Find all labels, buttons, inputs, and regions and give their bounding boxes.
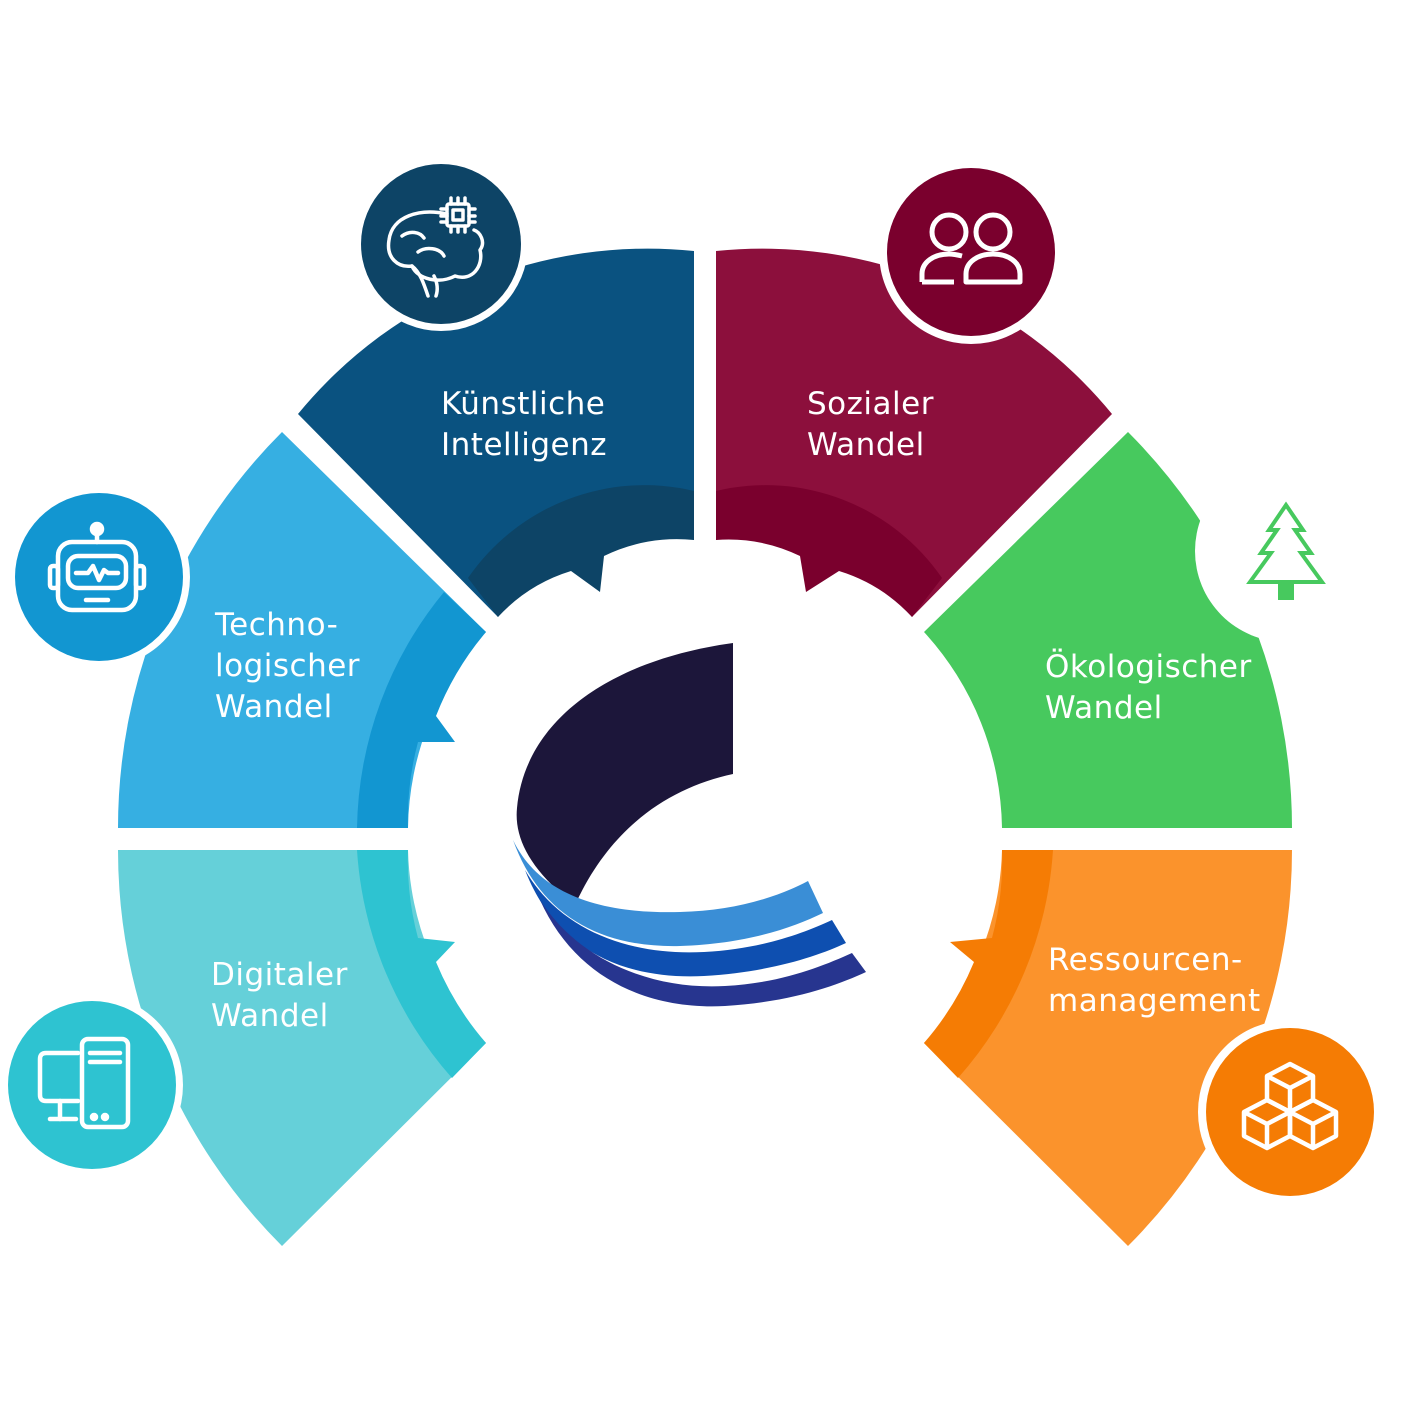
robot-icon (47, 521, 147, 613)
label-ki-line-1: Künstliche (441, 386, 606, 422)
label-digital-line-1: Digitaler (211, 957, 348, 993)
label-tech-line-1: Techno- (215, 607, 339, 643)
segment-ki-inner (468, 485, 694, 617)
segment-tech (118, 432, 486, 828)
label-ki-line-2: Intelligenz (441, 427, 608, 463)
label-ressourcen-line-2: management (1048, 983, 1261, 1019)
label-ki: Künstliche Intelligenz (441, 384, 607, 466)
segment-digital (117, 850, 486, 1246)
icon-badge-oeko (1195, 460, 1377, 642)
segment-ki (298, 248, 694, 617)
devices-icon (37, 1036, 131, 1130)
label-ressourcen-line-1: Ressourcen- (1048, 942, 1243, 978)
brain-chip-icon (386, 196, 485, 298)
label-tech: Techno- logischer Wandel (215, 605, 360, 728)
label-sozial-line-2: Wandel (807, 427, 925, 463)
label-ressourcen: Ressourcen- management (1048, 940, 1261, 1022)
segment-sozial-inner (716, 485, 942, 617)
logo-mark-icon (513, 643, 866, 1007)
label-tech-line-3: Wandel (215, 689, 333, 725)
icon-badge-ressourcen (1198, 1020, 1382, 1204)
icon-badge-ki (354, 157, 528, 331)
label-digital-line-2: Wandel (211, 998, 329, 1034)
label-sozial: Sozialer Wandel (807, 384, 934, 466)
tree-icon (1246, 501, 1326, 600)
segment-sozial (716, 248, 1112, 617)
label-oeko: Ökologischer Wandel (1045, 647, 1252, 729)
label-oeko-line-2: Wandel (1045, 690, 1163, 726)
label-tech-line-2: logischer (215, 648, 361, 684)
cubes-icon (1241, 1061, 1339, 1151)
label-digital: Digitaler Wandel (211, 955, 348, 1037)
segment-digital-inner (357, 850, 486, 1078)
segment-tech-inner (357, 592, 486, 828)
label-oeko-line-1: Ökologischer (1045, 649, 1252, 685)
icon-badge-sozial (879, 160, 1063, 344)
segment-ressourcen-inner (924, 850, 1053, 1078)
label-sozial-line-1: Sozialer (807, 386, 934, 422)
people-icon (919, 212, 1023, 285)
icon-badge-digital (1, 994, 183, 1176)
segment-ressourcen (924, 850, 1292, 1246)
icon-badge-tech (8, 486, 190, 668)
